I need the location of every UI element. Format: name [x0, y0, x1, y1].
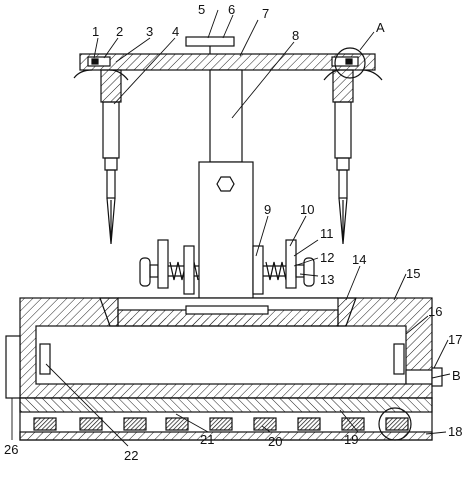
label-18: 18: [448, 424, 462, 439]
label-6: 6: [228, 2, 235, 17]
top-block: [185, 36, 235, 47]
label-19: 19: [344, 432, 358, 447]
label-20: 20: [268, 434, 282, 449]
right-adjust-screw: [252, 239, 315, 295]
label-1: 1: [92, 24, 99, 39]
hex-nut: [216, 176, 235, 192]
chamber-block-left: [39, 343, 51, 375]
label-14: 14: [352, 252, 366, 267]
label-8: 8: [292, 28, 299, 43]
label-2: 2: [116, 24, 123, 39]
side-plate: [5, 335, 21, 399]
chamber-block-right: [393, 343, 405, 375]
label-21: 21: [200, 432, 214, 447]
label-3: 3: [146, 24, 153, 39]
label-17: 17: [448, 332, 462, 347]
left-cutting-tool: [100, 69, 122, 245]
abrasive-blocks: [33, 417, 409, 431]
right-clamp: [331, 56, 359, 67]
label-b: B: [452, 368, 461, 383]
label-26: 26: [4, 442, 18, 457]
label-22: 22: [124, 448, 138, 463]
label-11: 11: [320, 226, 334, 241]
label-15: 15: [406, 266, 420, 281]
outlet-pipe: [405, 369, 433, 385]
label-5: 5: [198, 2, 205, 17]
left-clamp: [87, 56, 111, 67]
label-7: 7: [262, 6, 269, 21]
leader-lines: [11, 9, 451, 447]
lower-column: [198, 161, 254, 313]
label-16: 16: [428, 304, 442, 319]
label-12: 12: [320, 250, 334, 265]
label-13: 13: [320, 272, 334, 287]
part-labels: 1 2 3 4 5 6 7 8 A 9 10 11 12 13 14 15 16…: [4, 2, 462, 463]
right-cutting-tool: [332, 69, 354, 245]
label-9: 9: [264, 202, 271, 217]
label-a: A: [376, 20, 385, 35]
left-adjust-screw: [139, 239, 199, 295]
inner-chamber: [35, 325, 407, 385]
vertical-column: [209, 69, 243, 163]
label-10: 10: [300, 202, 314, 217]
detail-b-circle: [378, 407, 412, 441]
label-4: 4: [172, 24, 179, 39]
